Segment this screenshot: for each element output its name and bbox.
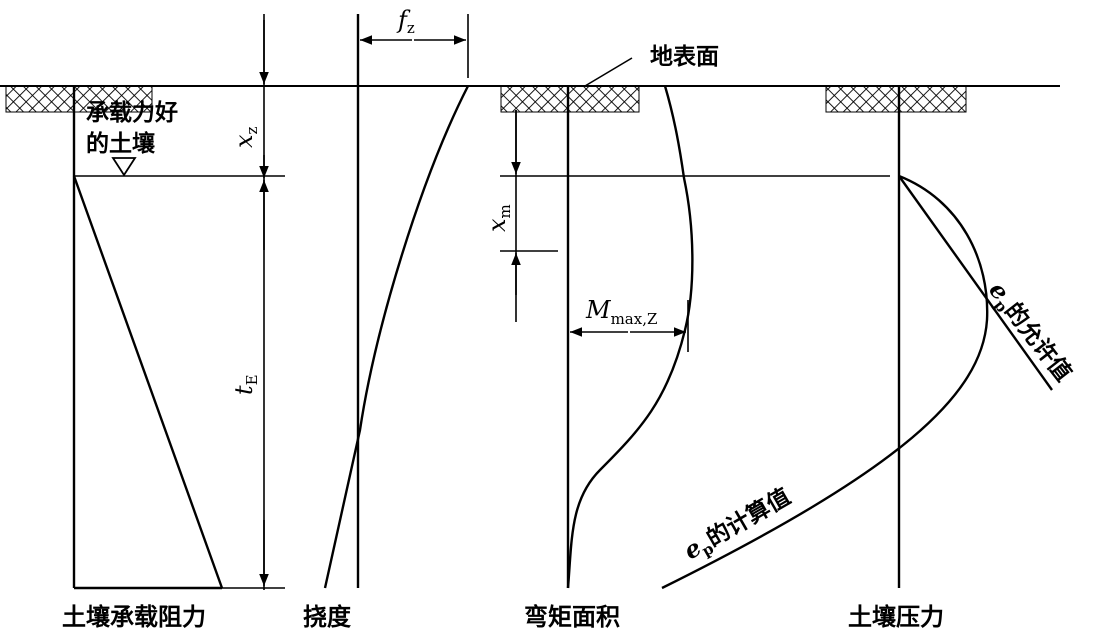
mmax-label: Mmax,Z [585, 296, 657, 328]
te-label: tE [230, 374, 261, 395]
good-soil-label-2: 的土壤 [86, 130, 156, 157]
allowable-pressure-line [898, 175, 1053, 391]
panel-title-moment-area: 弯矩面积 [524, 603, 620, 631]
ground-surface-label: 地表面 [650, 44, 719, 70]
soil-hatch-left [5, 85, 153, 113]
calculated-pressure-curve [661, 174, 989, 590]
deflection-curve [323, 85, 470, 589]
panel-title-deflection: 挠度 [303, 603, 352, 631]
ep-calculated-label: ep的计算值 [679, 481, 797, 568]
water-level-triangle [111, 157, 137, 177]
panel-soil-resistance: 承载力好 的土壤 xz tE 土壤承载阻力 [62, 14, 285, 631]
moment-curve [566, 85, 694, 589]
ep-allowable-label: ep的允许值 [981, 276, 1079, 389]
panel-title-soil-resistance: 土壤承载阻力 [62, 603, 206, 631]
panel-moment-area: 地表面 xm Mmax,Z 弯矩面积 [483, 44, 890, 631]
panel-title-earth-pressure: 土壤压力 [848, 603, 944, 631]
good-soil-label-1: 承载力好 [86, 100, 178, 126]
soil-hatch-pressure [825, 85, 967, 113]
soil-hatch-moment [500, 85, 640, 113]
ground-leader-line [584, 57, 633, 87]
panel-deflection: fz 挠度 [303, 6, 470, 631]
xm-label: xm [483, 204, 514, 232]
resistance-line [72, 175, 224, 589]
xz-label: xz [230, 126, 261, 148]
fz-label: fz [396, 6, 415, 37]
panel-earth-pressure: ep的允许值 ep的计算值 土壤压力 [661, 86, 1079, 631]
